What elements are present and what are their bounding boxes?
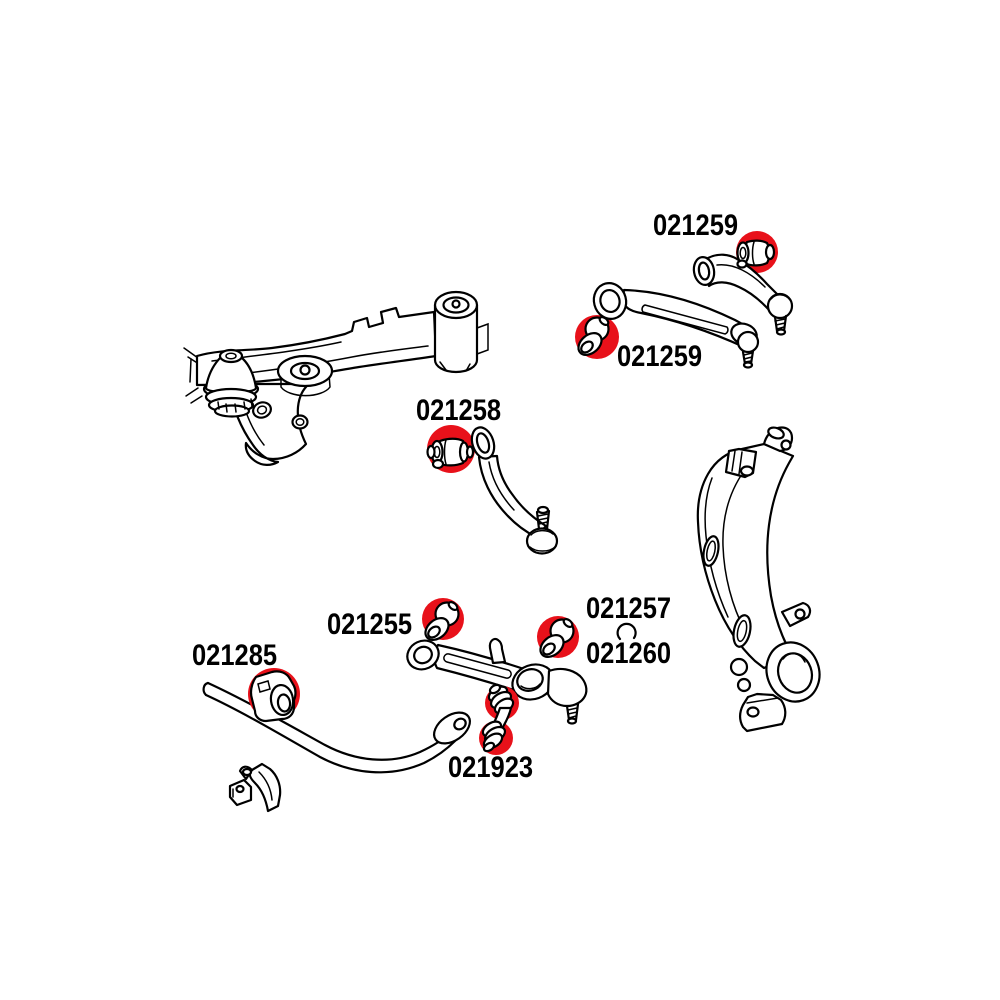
subframe-drawing xyxy=(183,290,489,466)
part-label-021255: 021255 xyxy=(327,608,413,641)
part-label-021259-top: 021259 xyxy=(653,209,739,242)
stabilizer-link xyxy=(479,683,519,755)
part-label-021285: 021285 xyxy=(192,639,278,672)
part-label-021923: 021923 xyxy=(448,751,534,784)
snap-ring-icon xyxy=(616,622,637,641)
upper-arm-front xyxy=(575,282,760,369)
lower-control-arm xyxy=(406,598,588,725)
part-label-021257: 021257 xyxy=(586,592,672,625)
part-label-021260: 021260 xyxy=(586,637,672,670)
stabilizer-bar xyxy=(202,668,471,813)
part-label-021258: 021258 xyxy=(416,394,502,427)
steering-knuckle xyxy=(696,426,821,733)
part-label-021259-bottom: 021259 xyxy=(617,340,703,373)
curved-upper-arm xyxy=(426,425,559,555)
upper-arm-rear xyxy=(692,231,794,336)
